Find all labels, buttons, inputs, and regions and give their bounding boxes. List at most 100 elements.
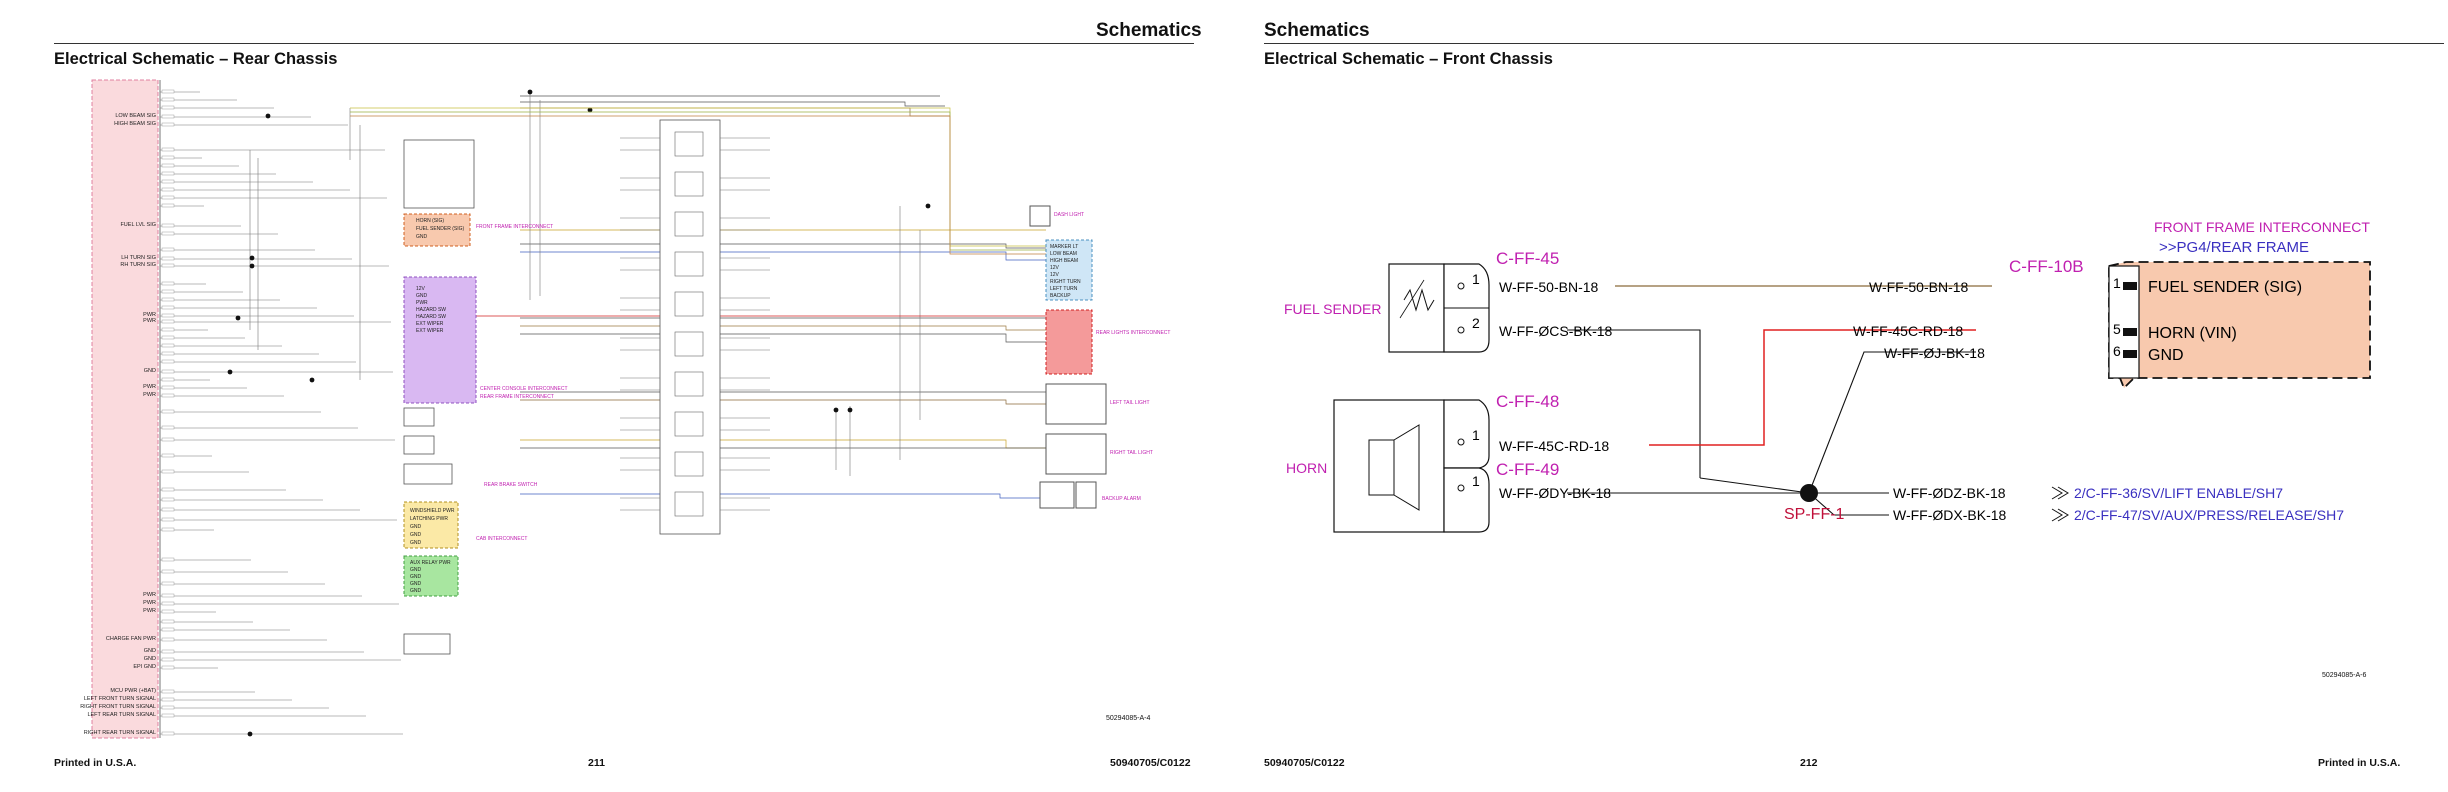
page-number: 212	[1800, 757, 1818, 769]
signal-label: GND	[144, 368, 156, 374]
signal-label: MCU PWR (+BAT)	[110, 688, 156, 694]
right-tail-connector	[1045, 433, 1107, 475]
c10-pin5-icon	[2123, 328, 2137, 336]
long-route	[520, 101, 945, 107]
switch-box-2	[403, 435, 435, 455]
wire-tag	[161, 263, 175, 268]
ref-arrow-2-icon	[2051, 508, 2069, 522]
side-note: CAB INTERCONNECT	[476, 536, 527, 542]
wire-tag	[161, 343, 175, 348]
horn-label: HORN	[1286, 460, 1327, 476]
footer-printed: Printed in U.S.A.	[54, 757, 137, 769]
wire-tag	[161, 187, 175, 192]
wire-tag	[161, 609, 175, 614]
wire-j-black	[1808, 351, 1976, 494]
left-page: Schematics Electrical Schematic – Rear C…	[54, 20, 1202, 769]
splice-dot	[249, 255, 255, 261]
wire-tag	[161, 114, 175, 119]
wire-label-dz-bk: W-FF-ØDZ-BK-18	[1893, 485, 2006, 501]
wire-tag	[161, 569, 175, 574]
horn-icon	[1368, 424, 1420, 511]
yellow-box-pin: GND	[410, 540, 422, 546]
signal-label: PWR	[143, 592, 156, 598]
header-rule	[1264, 43, 2444, 44]
pin-fn-fuel-sender: FUEL SENDER (SIG)	[2148, 279, 2302, 296]
side-note: RIGHT TAIL LIGHT	[1110, 450, 1153, 456]
relay-coil	[674, 331, 704, 357]
wire-tag	[161, 527, 175, 532]
yellow-box	[403, 501, 459, 549]
c-ff-49-label: C-FF-49	[1496, 460, 1559, 479]
purple-box-pin: PWR	[416, 300, 428, 306]
green-box-pin: GND	[410, 581, 422, 587]
c-ff-48-connector	[1443, 399, 1490, 469]
wire-tag	[161, 256, 175, 261]
blue-box-pin: 12V	[1050, 272, 1060, 278]
wire-tag	[161, 203, 175, 208]
splice-dot	[1800, 484, 1818, 502]
orange-box-pin: FUEL SENDER (SIG)	[416, 226, 464, 232]
blue-box-pin: MARKER LT	[1050, 244, 1078, 250]
blue-box-pin: HIGH BEAM	[1050, 258, 1078, 264]
purple-box-pin: EXT WIPER	[416, 328, 444, 334]
side-note: REAR LIGHTS INTERCONNECT	[1096, 330, 1170, 336]
switch-box-1	[403, 407, 435, 427]
c45-pin2-num: 2	[1472, 315, 1480, 331]
c10-pin5-num: 5	[2113, 321, 2121, 337]
orange-box	[403, 213, 471, 247]
splice-label: SP-FF-1	[1784, 506, 1845, 523]
main-connector-block	[91, 79, 159, 739]
wire-tag	[161, 359, 175, 364]
yellow-box-pin: GND	[410, 532, 422, 538]
signal-label: PWR	[143, 384, 156, 390]
splice-dot	[247, 731, 253, 737]
blue-box-pin: 12V	[1050, 265, 1060, 271]
blue-box-pin: RIGHT TURN	[1050, 279, 1081, 285]
c45-pin1-num: 1	[1472, 271, 1480, 287]
wire-dx-black	[1808, 492, 1889, 516]
wire-tag	[161, 231, 175, 236]
wire-tag	[161, 497, 175, 502]
wire-tag	[161, 377, 175, 382]
side-note: BACKUP ALARM	[1102, 496, 1141, 502]
purple-box-pin: HAZARD SW	[416, 307, 446, 313]
green-box	[403, 555, 459, 597]
right-page: Schematics Electrical Schematic – Front …	[1224, 0, 2448, 792]
wire-label-cs-bk: W-FF-ØCS-BK-18	[1499, 323, 1613, 339]
interconnect-title: FRONT FRAME INTERCONNECT	[2154, 219, 2370, 235]
splice-dot	[265, 113, 271, 119]
wire-tag	[161, 179, 175, 184]
relay-coil	[674, 451, 704, 477]
wire-tag	[161, 97, 175, 102]
signal-label: RH TURN SIG	[120, 262, 156, 268]
footer-docnum: 50940705/C0122	[1110, 757, 1191, 769]
c45-pin1-dot	[1457, 282, 1465, 290]
wire-tag	[161, 619, 175, 624]
c-ff-49-connector	[1443, 467, 1490, 533]
wire-cs-splice	[1699, 477, 1810, 494]
relay-coil	[674, 491, 704, 517]
green-box-pin: GND	[410, 574, 422, 580]
wire-cs-black	[1567, 329, 1701, 478]
wire-tag	[161, 713, 175, 718]
green-box-pin: GND	[410, 567, 422, 573]
signal-label: EPI GND	[133, 664, 156, 670]
rear-lights-box	[1045, 309, 1093, 375]
header-rule	[54, 43, 1194, 44]
long-route	[520, 439, 1046, 449]
splice-dot	[309, 377, 315, 383]
orange-box-pin: HORN (SIG)	[416, 218, 444, 224]
signal-label: LEFT REAR TURN SIGNAL	[87, 712, 156, 718]
page-title: Electrical Schematic – Front Chassis	[1264, 50, 1553, 68]
ref-lift-enable: 2/C-FF-36/SV/LIFT ENABLE/SH7	[2074, 485, 2283, 501]
wire-tag	[161, 163, 175, 168]
c-ff-10b-label: C-FF-10B	[2009, 257, 2084, 276]
signal-label: LOW BEAM SIG	[115, 113, 156, 119]
wire-tag	[161, 281, 175, 286]
wire-label-dx-bk: W-FF-ØDX-BK-18	[1893, 507, 2007, 523]
wire-tag	[161, 593, 175, 598]
signal-label: PWR	[143, 608, 156, 614]
fuel-sender-label: FUEL SENDER	[1284, 301, 1382, 317]
c45-pin2-dot	[1457, 326, 1465, 334]
wire-tag	[161, 319, 175, 324]
